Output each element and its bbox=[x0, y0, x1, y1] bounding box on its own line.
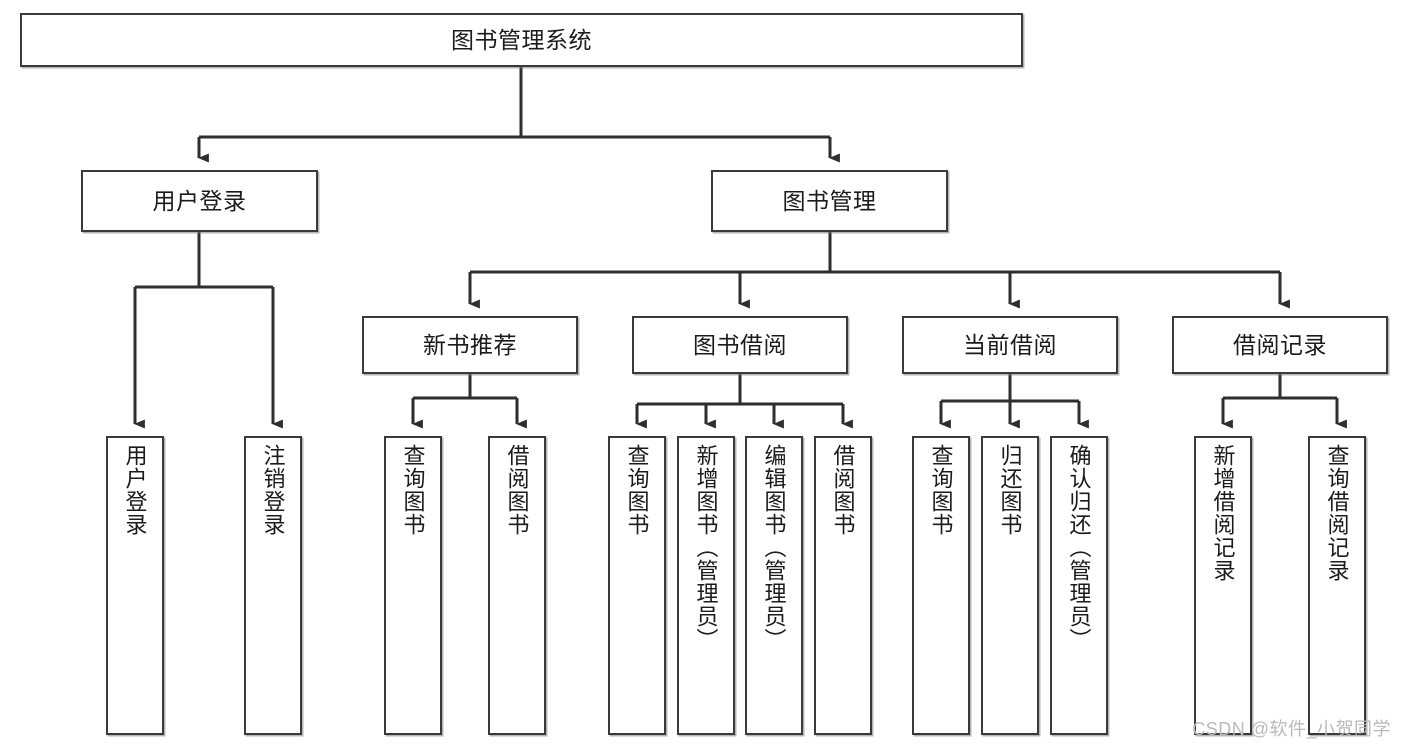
csdn-watermark: CSDN @软件_小贺同学 bbox=[1192, 719, 1391, 739]
node-new-book-rec[interactable]: 新书推荐 bbox=[362, 316, 578, 374]
leaf-return-book[interactable]: 归还图书 bbox=[981, 436, 1039, 735]
leaf-query-book-3[interactable]: 查询图书 bbox=[912, 436, 970, 735]
node-book-manage[interactable]: 图书管理 bbox=[711, 170, 948, 232]
leaf-query-book-2-label: 查询图书 bbox=[624, 444, 650, 536]
leaf-return-book-label: 归还图书 bbox=[997, 444, 1023, 536]
leaf-borrow-book-1-label: 借阅图书 bbox=[504, 444, 530, 536]
leaf-user-login[interactable]: 用户登录 bbox=[106, 436, 164, 735]
node-current-borrow[interactable]: 当前借阅 bbox=[902, 316, 1118, 374]
node-new-book-rec-label: 新书推荐 bbox=[423, 331, 517, 358]
node-user-login-label: 用户登录 bbox=[152, 187, 247, 214]
node-book-borrow[interactable]: 图书借阅 bbox=[632, 316, 848, 374]
node-borrow-record-label: 借阅记录 bbox=[1233, 331, 1327, 358]
leaf-add-record[interactable]: 新增借阅记录 bbox=[1194, 436, 1252, 735]
leaf-query-book-1-label: 查询图书 bbox=[400, 444, 426, 536]
leaf-query-record[interactable]: 查询借阅记录 bbox=[1308, 436, 1366, 735]
leaf-confirm-return-label: 确认归还（管理员） bbox=[1066, 444, 1092, 651]
leaf-add-record-label: 新增借阅记录 bbox=[1210, 444, 1236, 582]
leaf-logout[interactable]: 注销登录 bbox=[244, 436, 302, 735]
leaf-edit-book[interactable]: 编辑图书（管理员） bbox=[745, 436, 803, 735]
leaf-user-login-label: 用户登录 bbox=[122, 444, 148, 536]
leaf-query-record-label: 查询借阅记录 bbox=[1324, 444, 1350, 582]
node-root[interactable]: 图书管理系统 bbox=[20, 13, 1023, 67]
leaf-query-book-1[interactable]: 查询图书 bbox=[384, 436, 442, 735]
node-current-borrow-label: 当前借阅 bbox=[963, 331, 1057, 358]
leaf-add-book[interactable]: 新增图书（管理员） bbox=[677, 436, 735, 735]
node-book-borrow-label: 图书借阅 bbox=[693, 331, 787, 358]
node-borrow-record[interactable]: 借阅记录 bbox=[1172, 316, 1388, 374]
leaf-add-book-label: 新增图书（管理员） bbox=[693, 444, 719, 651]
leaf-borrow-book-1[interactable]: 借阅图书 bbox=[488, 436, 546, 735]
node-user-login[interactable]: 用户登录 bbox=[81, 170, 318, 232]
leaf-borrow-book-2-label: 借阅图书 bbox=[830, 444, 856, 536]
leaf-query-book-2[interactable]: 查询图书 bbox=[608, 436, 666, 735]
leaf-logout-label: 注销登录 bbox=[260, 444, 286, 536]
node-root-label: 图书管理系统 bbox=[451, 26, 592, 53]
leaf-query-book-3-label: 查询图书 bbox=[928, 444, 954, 536]
leaf-confirm-return[interactable]: 确认归还（管理员） bbox=[1050, 436, 1108, 735]
leaf-borrow-book-2[interactable]: 借阅图书 bbox=[814, 436, 872, 735]
node-book-manage-label: 图书管理 bbox=[782, 187, 877, 214]
leaf-edit-book-label: 编辑图书（管理员） bbox=[761, 444, 787, 651]
